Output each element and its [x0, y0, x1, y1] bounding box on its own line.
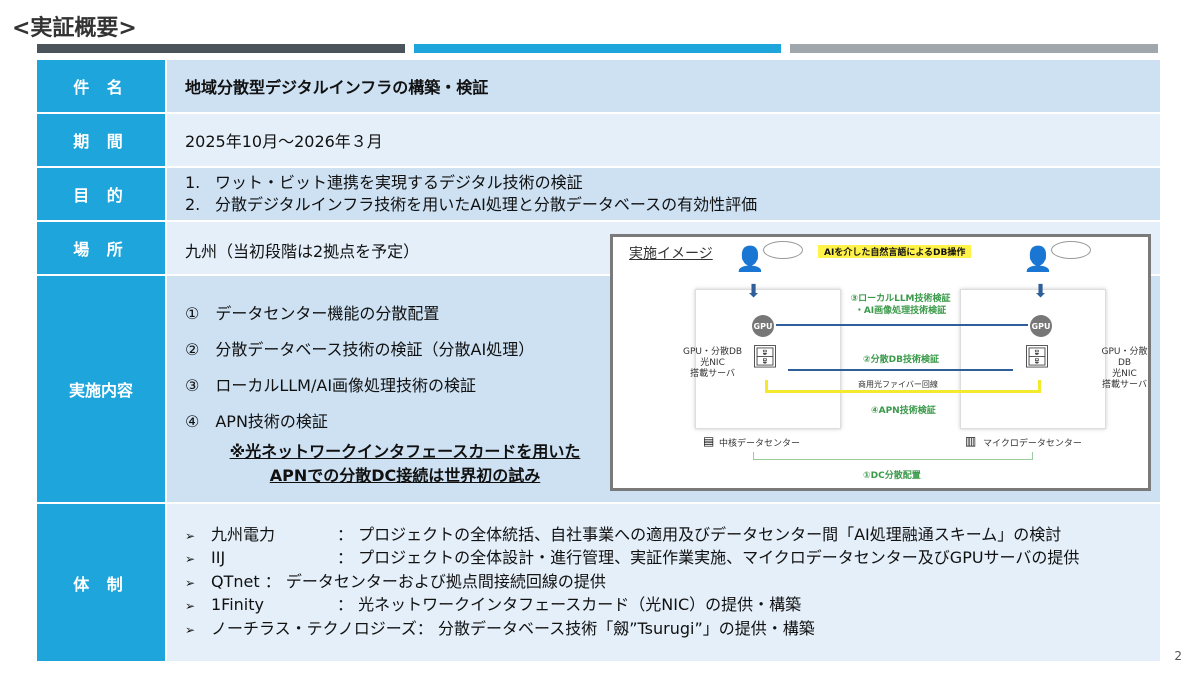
- row-label: 体 制: [37, 504, 167, 661]
- org-sep: ：: [259, 571, 281, 591]
- org-sep: ：: [321, 595, 354, 615]
- step1-label: ①DC分散配置: [863, 471, 921, 481]
- arrow-bullet-icon: ➢: [185, 552, 196, 567]
- impl-note: ※光ネットワークインタフェースカードを用いた: [229, 442, 581, 461]
- divider-blue: [414, 44, 781, 53]
- org-desc: プロジェクトの全体統括、自社事業への適用及びデータセンター間「AI処理融通スキー…: [358, 524, 1062, 544]
- org-desc: プロジェクトの全体設計・進行管理、実証作業実施、マイクロデータセンター及びGPU…: [358, 548, 1080, 568]
- building-icon: ▤: [703, 434, 715, 448]
- fiber-label: 商用光ファイバー回線: [858, 380, 938, 389]
- org-name: 九州電力: [211, 524, 276, 544]
- org-sep: ：: [321, 548, 354, 568]
- micro-dc-box: [960, 289, 1106, 429]
- arrow-bullet-icon: ➢: [185, 528, 196, 543]
- row-period: 期 間 2025年10月～2026年３月: [37, 114, 1160, 168]
- org-desc: 分散データベース技術「劔”Tsurugi”」の提供・構築: [438, 618, 815, 638]
- speech-bubble-icon: [1051, 241, 1091, 259]
- page-title: <実証概要>: [12, 16, 137, 41]
- impl-item: ① データセンター機能の分散配置: [185, 304, 440, 323]
- dc-bracket: [753, 452, 1033, 460]
- user-icon: 👤: [735, 245, 765, 273]
- gpu-icon: GPU: [1030, 315, 1052, 337]
- place-value: 九州（当初段階は2拠点を予定）: [185, 242, 420, 261]
- step3-label: ③ローカルLLM技術検証・AI画像処理技術検証: [850, 294, 951, 316]
- org-item: ➢ QTnet ： データセンターおよび拠点間接続回線の提供: [185, 571, 1160, 595]
- impl-item: ④ APN技術の検証: [185, 412, 328, 431]
- purpose-item: 1.ワット・ビット連携を実現するデジタル技術の検証: [185, 173, 583, 192]
- step4-label: ④APN技術検証: [871, 406, 936, 416]
- period-value: 2025年10月～2026年３月: [185, 132, 383, 151]
- purpose-item: 2.分散デジタルインフラ技術を用いたAI処理と分散データベースの有効性評価: [185, 195, 758, 214]
- org-desc: 光ネットワークインタフェースカード（光NIC）の提供・構築: [358, 595, 802, 615]
- org-desc: データセンターおよび拠点間接続回線の提供: [285, 571, 606, 591]
- user-icon: 👤: [1023, 245, 1053, 273]
- row-organization: 体 制 ➢ 九州電力 ： プロジェクトの全体統括、自社事業への適用及びデータセンタ…: [37, 504, 1160, 661]
- step2-label: ②分散DB技術検証: [863, 355, 939, 365]
- diagram-title: 実施イメージ: [629, 246, 713, 262]
- org-sep: ：: [416, 618, 433, 638]
- implementation-diagram: 実施イメージ AIを介した自然言語によるDB操作 👤 👤 ⬇ ⬇ ③ローカルLL…: [610, 234, 1151, 491]
- speech-bubble-icon: [763, 241, 803, 259]
- org-item: ➢ 九州電力 ： プロジェクトの全体統括、自社事業への適用及びデータセンター間「A…: [185, 524, 1160, 548]
- row-label: 期 間: [37, 114, 167, 166]
- row-purpose: 目 的 1.ワット・ビット連携を実現するデジタル技術の検証 2.分散デジタルイン…: [37, 168, 1160, 222]
- core-dc-label: 中核データセンター: [719, 439, 801, 449]
- gpu-icon: GPU: [752, 315, 774, 337]
- page-number: 2: [1174, 649, 1182, 663]
- row-label: 場 所: [37, 222, 167, 274]
- org-item: ➢ ノーチラス・テクノロジーズ： 分散データベース技術「劔”Tsurugi”」の提…: [185, 618, 1160, 642]
- arrow-bullet-icon: ➢: [185, 622, 196, 637]
- row-name: 件 名 地域分散型デジタルインフラの構築・検証: [37, 60, 1160, 114]
- org-name: 1Finity: [211, 595, 264, 615]
- org-name: ノーチラス・テクノロジーズ: [211, 618, 417, 638]
- divider-gray: [790, 44, 1158, 53]
- row-label: 目 的: [37, 168, 167, 220]
- impl-item: ② 分散データベース技術の検証（分散AI処理）: [185, 340, 535, 359]
- micro-dc-label: マイクロデータセンター: [983, 439, 1082, 449]
- arrow-bullet-icon: ➢: [185, 575, 196, 590]
- impl-note: APNでの分散DC接続は世界初の試み: [269, 466, 541, 485]
- row-label: 件 名: [37, 60, 167, 112]
- org-name: IIJ: [211, 548, 226, 568]
- org-item: ➢ IIJ ： プロジェクトの全体設計・進行管理、実証作業実施、マイクロデータセン…: [185, 547, 1160, 571]
- org-name: QTnet: [211, 571, 260, 591]
- server-db-icon: 🗄: [1023, 345, 1051, 370]
- org-item: ➢ 1Finity ： 光ネットワークインタフェースカード（光NIC）の提供・構築: [185, 594, 1160, 618]
- impl-item: ③ ローカルLLM/AI画像処理技術の検証: [185, 376, 477, 395]
- down-arrow-icon: ⬇: [1033, 281, 1049, 302]
- project-name: 地域分散型デジタルインフラの構築・検証: [185, 78, 489, 97]
- down-arrow-icon: ⬇: [746, 281, 762, 302]
- apn-link: [765, 380, 1041, 393]
- building-icon: ▥: [965, 434, 977, 448]
- server-db-icon: 🗄: [751, 345, 779, 370]
- row-label: 実施内容: [37, 276, 167, 502]
- arrow-db-link: [788, 369, 1013, 371]
- org-sep: ：: [321, 524, 354, 544]
- core-dc-box: [695, 289, 841, 429]
- divider-dark: [37, 44, 405, 53]
- diagram-banner: AIを介した自然言語によるDB操作: [818, 245, 972, 258]
- arrow-gpu-link: [776, 324, 1028, 326]
- arrow-bullet-icon: ➢: [185, 599, 196, 614]
